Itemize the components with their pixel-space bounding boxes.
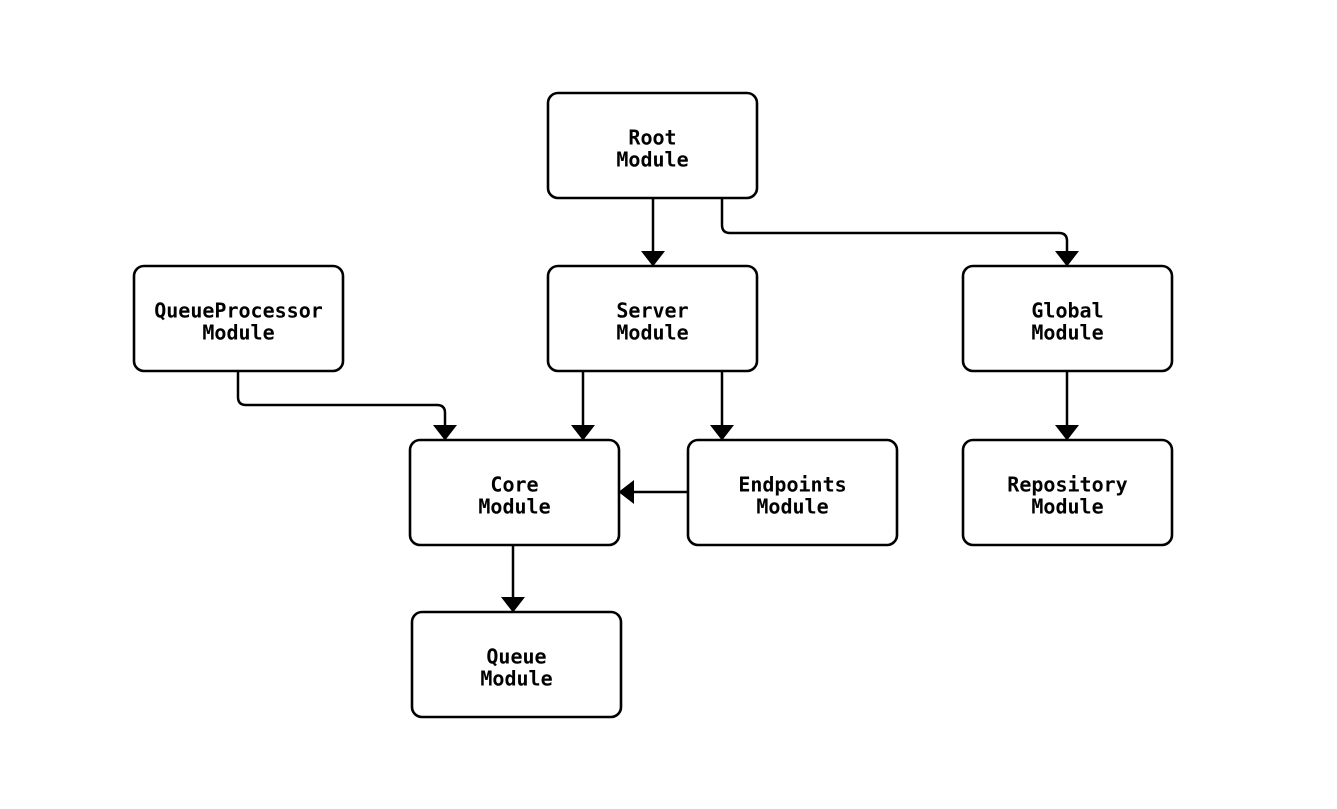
node-endpoints-box (686, 438, 899, 547)
edge-queueprocessor-to-core (236, 371, 457, 441)
edge-root-to-global (720, 198, 1079, 267)
node-server-box (546, 264, 759, 373)
node-global-box (961, 264, 1174, 373)
node-root-box (546, 91, 759, 200)
node-core-box (408, 438, 621, 547)
node-queueprocessor-box (132, 264, 345, 373)
edge-layer (236, 198, 1079, 613)
node-repository-box (961, 438, 1174, 547)
node-queue-box (410, 610, 623, 719)
